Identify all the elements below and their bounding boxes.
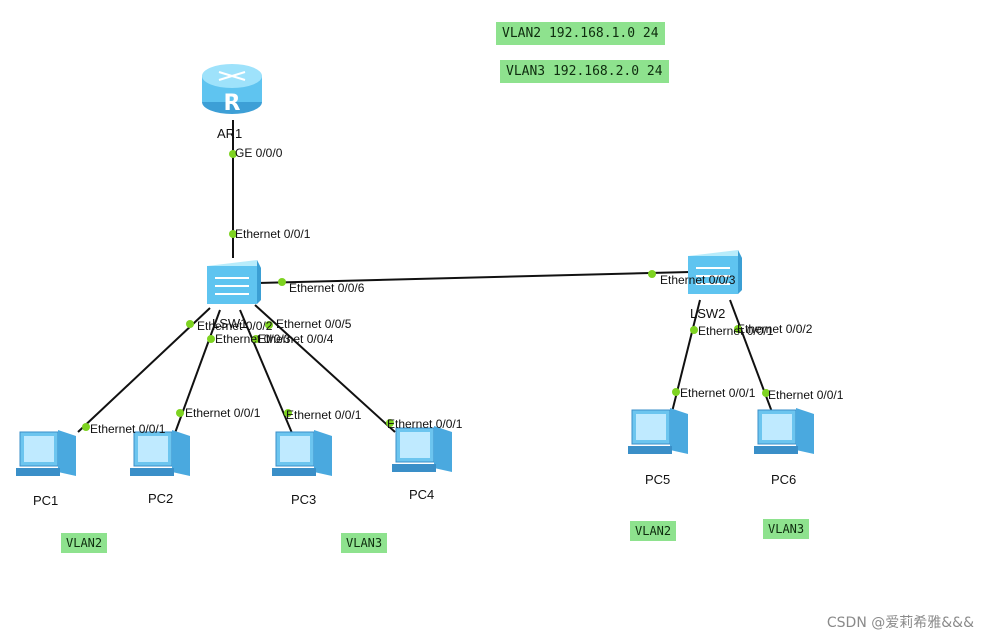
pc-icon[interactable]	[626, 404, 696, 464]
device-name-pc6: PC6	[771, 472, 797, 487]
port-label: Ethernet 0/0/6	[289, 281, 365, 295]
legend-vlan3: VLAN3 192.168.2.0 24	[500, 60, 669, 83]
port-label: Ethernet 0/0/2	[737, 322, 813, 336]
link-lsw1-pc3	[239, 309, 293, 434]
port-label: Ethernet 0/0/1	[185, 406, 261, 420]
vlan-tag: VLAN3	[341, 533, 388, 553]
port-dot	[82, 423, 90, 431]
port-label: Ethernet 0/0/1	[698, 324, 774, 338]
port-label: Ethernet 0/0/1	[387, 417, 463, 431]
port-label: Ethernet 0/0/1	[768, 388, 844, 402]
port-dot	[672, 388, 680, 396]
port-label: Ethernet 0/0/1	[286, 408, 362, 422]
port-dot	[252, 335, 260, 343]
port-label: Ethernet 0/0/2	[197, 319, 273, 333]
device-name-pc4: PC4	[409, 487, 435, 502]
port-label: Ethernet 0/0/3	[215, 332, 291, 346]
switch-icon[interactable]	[684, 246, 744, 298]
legend-vlan2: VLAN2 192.168.1.0 24	[496, 22, 665, 45]
port-dot	[229, 230, 237, 238]
router-icon[interactable]: R	[199, 58, 265, 118]
device-name-pc2: PC2	[148, 491, 174, 506]
port-dot	[176, 409, 184, 417]
vlan-tag: VLAN3	[763, 519, 810, 539]
port-label: Ethernet 0/0/3	[660, 273, 736, 287]
port-label: Ethernet 0/0/5	[276, 317, 352, 331]
port-label: Ethernet 0/0/1	[235, 227, 311, 241]
device-name-pc1: PC1	[33, 493, 59, 508]
port-dot	[690, 326, 698, 334]
pc-icon[interactable]	[270, 426, 340, 486]
pc-icon[interactable]	[14, 426, 84, 486]
svg-text:R: R	[224, 91, 241, 116]
device-name-pc5: PC5	[645, 472, 671, 487]
pc-icon[interactable]	[390, 422, 460, 482]
port-dot	[186, 320, 194, 328]
watermark: CSDN @爱莉希雅&&&	[826, 615, 974, 631]
device-name-lsw2: LSW2	[690, 306, 726, 321]
pc-icon[interactable]	[752, 404, 822, 464]
device-name-lsw1: LSW1	[212, 316, 248, 331]
port-label: Ethernet 0/0/4	[258, 332, 334, 346]
link-lsw1-pc1	[77, 307, 211, 433]
port-label: Ethernet 0/0/1	[90, 422, 166, 436]
pc-icon[interactable]	[128, 426, 198, 486]
port-dot	[207, 335, 215, 343]
port-dot	[278, 278, 286, 286]
port-label: GE 0/0/0	[235, 146, 283, 160]
vlan-tag: VLAN2	[630, 521, 677, 541]
port-label: Ethernet 0/0/1	[680, 386, 756, 400]
port-dot	[386, 419, 394, 427]
switch-icon[interactable]	[203, 256, 263, 308]
port-dot	[265, 321, 273, 329]
port-dot	[648, 270, 656, 278]
link-lsw1-lsw2	[257, 271, 691, 284]
device-name-pc3: PC3	[291, 492, 317, 507]
port-dot	[734, 325, 742, 333]
link-lsw1-pc4	[254, 304, 396, 433]
device-name-ar1: AR1	[217, 126, 243, 141]
port-dot	[229, 150, 237, 158]
port-dot	[762, 389, 770, 397]
vlan-tag: VLAN2	[61, 533, 108, 553]
port-dot	[284, 409, 292, 417]
